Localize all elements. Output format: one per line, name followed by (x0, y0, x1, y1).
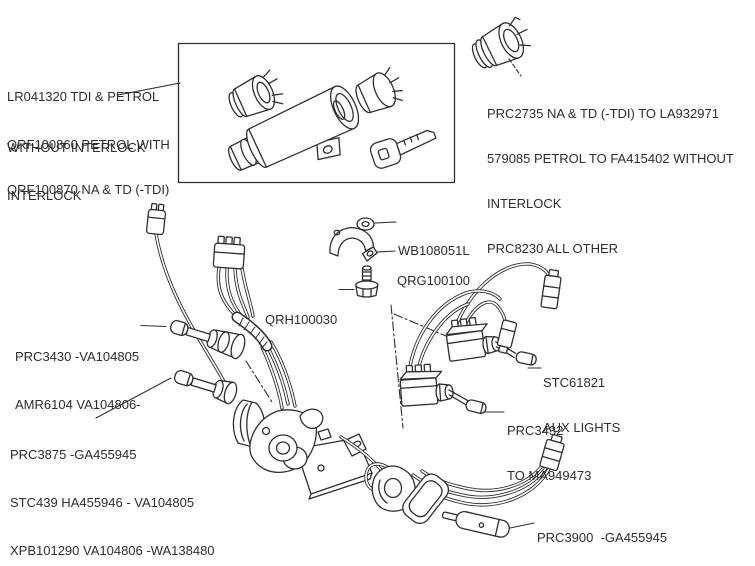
label-wiper-switch-left: PRC3875 -GA455945 STC439 HA455946 - VA10… (10, 415, 215, 566)
label-line: AMR6104 VA104806- (15, 397, 141, 412)
leader-line (117, 82, 181, 96)
label-lock-kit-2: QRF100860 PETROL WITH INTERLOCK (7, 102, 170, 238)
label-line: STC61821 (543, 375, 606, 390)
column-switch-assembly-drawing (249, 408, 332, 474)
harness-connector-small-drawing (145, 202, 167, 236)
ignition-key-drawing (369, 129, 437, 169)
label-lock-kit-3: QRF100870 NA & TD (-TDI) (7, 147, 169, 232)
bolt-drawing (355, 265, 379, 298)
clamp-drawing (329, 226, 378, 262)
label-line: PRC3875 -GA455945 (10, 447, 137, 462)
label-line: XPB101290 VA104806 -WA138480 (10, 543, 215, 558)
label-bolt: QRH100030 (265, 282, 337, 357)
label-line: PRC3430 -VA104805 (15, 349, 140, 364)
centerline (245, 360, 273, 403)
label-ignition-switch: PRC2735 NA & TD (-TDI) TO LA932971 57908… (487, 76, 734, 286)
indicator-stalk-drawing (169, 320, 246, 360)
wiper-right-escutcheon-drawing (402, 473, 450, 524)
aux-group-wires-drawing (407, 262, 551, 377)
aux-connector-drawing (540, 269, 562, 310)
switch-3432-stalk-drawing (399, 363, 487, 415)
label-line: QRG100100 (397, 273, 470, 288)
kit-switch-right-drawing (355, 66, 403, 114)
corrugated-sleeve-drawing (231, 311, 273, 352)
label-line: WB108051L (398, 243, 470, 258)
label-line: LR041320 TDI & PETROL (7, 89, 160, 104)
leader-line (508, 58, 522, 77)
label-aux-lights-switch: STC61821 AUX LIGHTS (543, 345, 620, 465)
aux-connector-2-drawing (496, 319, 518, 354)
label-line: WITHOUT INTERLOCK (7, 140, 146, 155)
label-lock-kit-1: LR041320 TDI & PETROL WITHOUT INTERLOCK (7, 54, 159, 190)
label-washer: WB108051L (398, 213, 470, 288)
label-line: PRC8230 ALL OTHER (487, 241, 619, 256)
label-line: TO MA949473 (507, 468, 592, 483)
wiper-right-stalk-drawing (441, 510, 510, 538)
centerline (390, 304, 404, 429)
label-line: STC439 HA455946 - VA104805 (10, 495, 195, 510)
label-indicator-switch: PRC3430 -VA104805 AMR6104 VA104806- (15, 317, 141, 445)
label-line: QRF100860 PETROL WITH (7, 137, 170, 152)
label-wiper-switch-right: PRC3900 -GA455945 PRC7370 HA455946 - VA1… (537, 498, 733, 566)
ignition-switch-drawing (471, 16, 532, 69)
harness-connector-large-drawing (212, 235, 246, 270)
label-line: 579085 PETROL TO FA415402 WITHOUT (487, 151, 734, 166)
washer-drawing (356, 217, 375, 231)
label-clamp: QRG100100 (397, 243, 470, 318)
kit-switch-left-drawing (228, 69, 284, 118)
label-switch-3432: PRC3432 TO MA949473 (507, 393, 591, 513)
leader-lines (95, 221, 542, 529)
label-line: PRC3432 (507, 423, 564, 438)
label-line: QRH100030 (265, 312, 338, 327)
label-line: QRF100870 NA & TD (-TDI) (7, 182, 170, 197)
lock-kit-box (177, 42, 456, 184)
label-line: INTERLOCK (7, 188, 82, 203)
wiper-right-connector-drawing (539, 433, 565, 472)
label-line: PRC2735 NA & TD (-TDI) TO LA932971 (487, 106, 719, 121)
wiper-switch-right-body-drawing (371, 465, 416, 512)
label-line: INTERLOCK (487, 196, 562, 211)
label-line: PRC3900 -GA455945 (537, 530, 668, 545)
steering-lock-housing-drawing (228, 85, 360, 171)
wiper-stalk-left-drawing (173, 370, 238, 405)
label-line: AUX LIGHTS (543, 420, 621, 435)
centerline (393, 313, 447, 337)
